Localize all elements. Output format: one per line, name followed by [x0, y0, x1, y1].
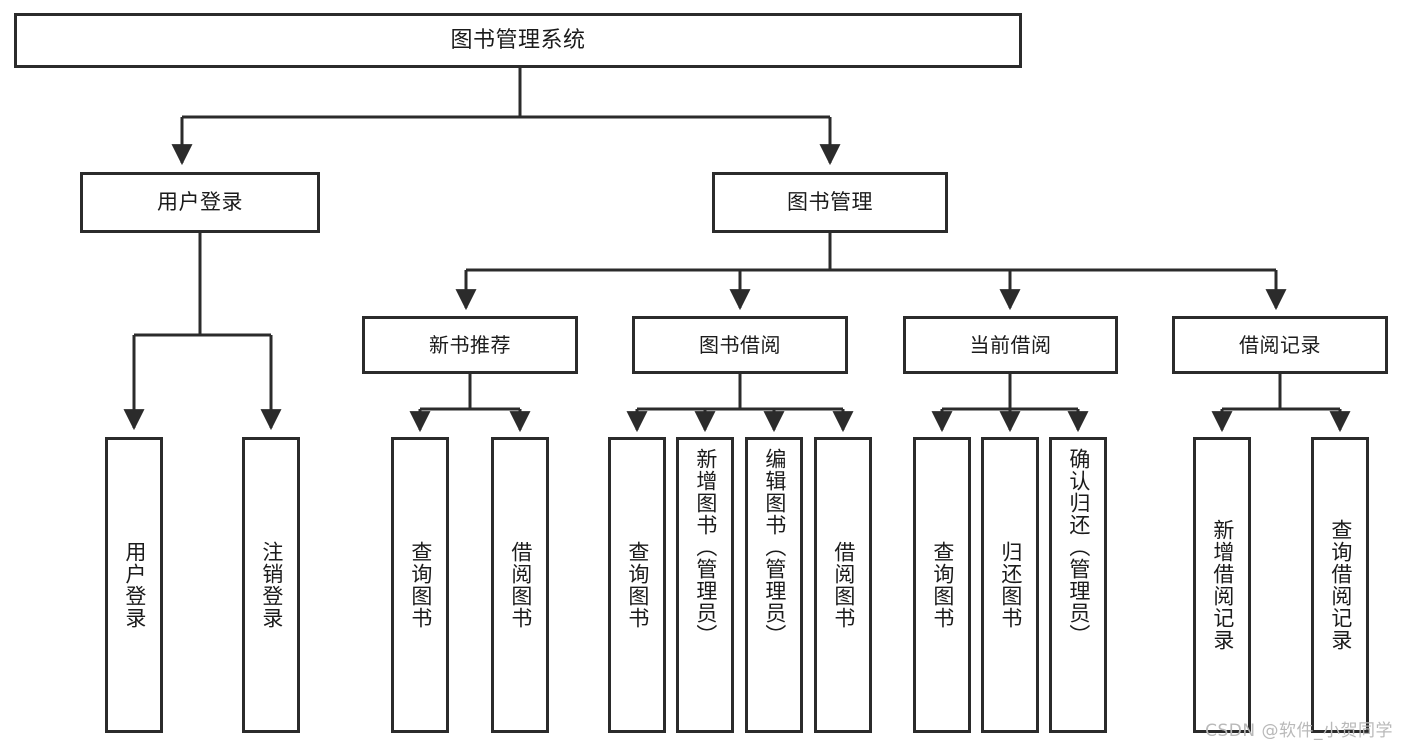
node-label: 新书推荐 [429, 332, 511, 357]
node-label: 借阅记录 [1239, 332, 1321, 357]
leaf-label: 借阅图书 [831, 541, 856, 629]
leaf-user-login-login[interactable]: 用户登录 [105, 437, 163, 733]
leaf-borrow-record-add[interactable]: 新增借阅记录 [1193, 437, 1251, 733]
leaf-current-borrow-query[interactable]: 查询图书 [913, 437, 971, 733]
leaf-label: 查询借阅记录 [1328, 519, 1353, 651]
leaf-label: 查询图书 [408, 541, 433, 629]
leaf-user-login-logout[interactable]: 注销登录 [242, 437, 300, 733]
node-book-borrow[interactable]: 图书借阅 [632, 316, 848, 374]
leaf-label: 新增借阅记录 [1210, 519, 1235, 651]
leaf-book-borrow-borrow[interactable]: 借阅图书 [814, 437, 872, 733]
leaf-label: 归还图书 [998, 541, 1023, 629]
leaf-book-borrow-query[interactable]: 查询图书 [608, 437, 666, 733]
leaf-new-book-query[interactable]: 查询图书 [391, 437, 449, 733]
leaf-label: 新增图书（管理员） [693, 448, 718, 646]
node-label: 图书管理系统 [450, 27, 586, 53]
leaf-label: 查询图书 [930, 541, 955, 629]
leaf-new-book-borrow[interactable]: 借阅图书 [491, 437, 549, 733]
leaf-current-borrow-confirm-return[interactable]: 确认归还（管理员） [1049, 437, 1107, 733]
node-borrow-record[interactable]: 借阅记录 [1172, 316, 1388, 374]
node-label: 图书管理 [787, 190, 873, 215]
leaf-label: 编辑图书（管理员） [762, 448, 787, 646]
node-label: 用户登录 [157, 190, 243, 215]
leaf-borrow-record-query[interactable]: 查询借阅记录 [1311, 437, 1369, 733]
leaf-book-borrow-edit[interactable]: 编辑图书（管理员） [745, 437, 803, 733]
leaf-current-borrow-return[interactable]: 归还图书 [981, 437, 1039, 733]
leaf-book-borrow-add[interactable]: 新增图书（管理员） [676, 437, 734, 733]
node-root-system[interactable]: 图书管理系统 [14, 13, 1022, 68]
node-current-borrow[interactable]: 当前借阅 [903, 316, 1118, 374]
leaf-label: 借阅图书 [508, 541, 533, 629]
node-label: 图书借阅 [699, 332, 781, 357]
leaf-label: 注销登录 [259, 541, 284, 629]
leaf-label: 确认归还（管理员） [1066, 448, 1091, 646]
node-label: 当前借阅 [969, 332, 1052, 357]
node-user-login[interactable]: 用户登录 [80, 172, 320, 233]
node-book-management[interactable]: 图书管理 [712, 172, 948, 233]
leaf-label: 用户登录 [122, 541, 147, 629]
node-new-book-recommend[interactable]: 新书推荐 [362, 316, 578, 374]
leaf-label: 查询图书 [625, 541, 650, 629]
